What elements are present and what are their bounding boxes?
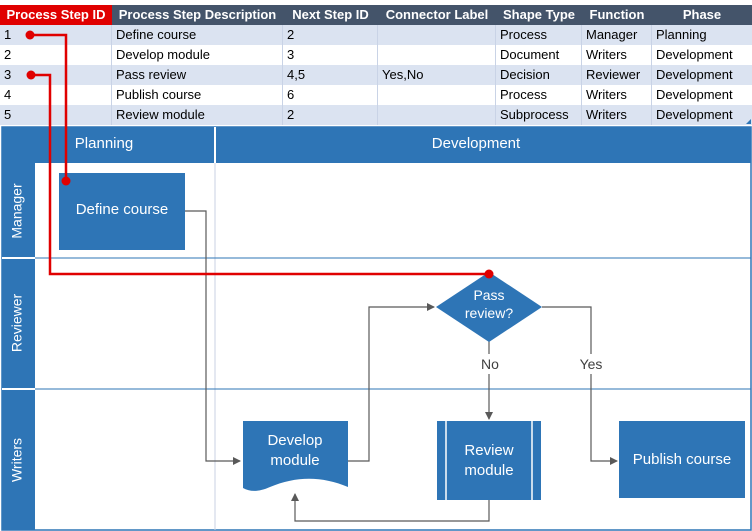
decision-shape[interactable] [436,272,542,342]
shape-review-module-label-1: Review [464,442,513,459]
cell-function[interactable]: Writers [582,45,652,65]
cell-phase[interactable]: Development [652,45,752,65]
table-row: 3 Pass review 4,5 Yes,No Decision Review… [0,65,752,85]
highlight-line [30,33,68,181]
highlight-dot [61,176,71,186]
highlight-dot [484,269,494,279]
shape-publish-course[interactable]: Publish course [619,421,745,498]
shape-develop-module[interactable]: Develop module [243,421,348,491]
shape-publish-course-label: Publish course [633,451,731,468]
cell-next-step[interactable]: 2 [283,105,378,125]
header-next-step-id[interactable]: Next Step ID [283,5,378,25]
lane-manager-label[interactable]: Manager [9,183,25,239]
highlight-link-step-1 [25,30,71,186]
connector-pass-review-yes[interactable] [542,306,618,465]
cell-connector-label[interactable] [378,105,496,125]
shape-define-course-label: Define course [76,201,169,218]
connector-label-no: No [481,356,499,372]
cell-description[interactable]: Review module [112,105,283,125]
table-header-row: Process Step ID Process Step Description… [0,5,752,25]
header-process-step-description[interactable]: Process Step Description [112,5,283,25]
cell-function[interactable]: Writers [582,105,652,125]
table-row: 2 Develop module 3 Document Writers Deve… [0,45,752,65]
cell-description[interactable]: Pass review [112,65,283,85]
phase-planning-label[interactable]: Planning [75,135,133,152]
cell-shape-type[interactable]: Decision [496,65,582,85]
cell-shape-type[interactable]: Process [496,85,582,105]
cell-shape-type[interactable]: Document [496,45,582,65]
cell-next-step[interactable]: 4,5 [283,65,378,85]
cell-connector-label[interactable] [378,45,496,65]
phase-development-label[interactable]: Development [432,135,521,152]
cell-next-step[interactable]: 6 [283,85,378,105]
header-phase[interactable]: Phase [652,5,752,25]
connector-define-to-develop[interactable] [185,210,241,465]
cell-phase[interactable]: Development [652,85,752,105]
cell-step-id[interactable]: 3 [0,65,112,85]
label-yes-bg [574,354,608,374]
cell-next-step[interactable]: 3 [283,45,378,65]
process-shape[interactable] [619,421,745,498]
lane-header-column [2,163,35,530]
cell-next-step[interactable]: 2 [283,25,378,45]
cell-step-id[interactable]: 4 [0,85,112,105]
shape-review-module-label-2: module [464,462,513,479]
cell-description[interactable]: Define course [112,25,283,45]
lane-writers-label[interactable]: Writers [9,438,25,482]
document-shape[interactable] [243,421,348,491]
cell-description[interactable]: Publish course [112,85,283,105]
header-connector-label[interactable]: Connector Label [378,5,496,25]
header-shape-type[interactable]: Shape Type [496,5,582,25]
cell-description[interactable]: Develop module [112,45,283,65]
shape-define-course[interactable]: Define course [59,173,185,250]
lane-reviewer-label[interactable]: Reviewer [9,293,25,352]
table-resize-handle[interactable] [746,119,751,124]
highlight-dot [25,30,35,40]
cell-connector-label[interactable]: Yes,No [378,65,496,85]
shape-review-module[interactable]: Review module [437,421,541,500]
cell-step-id[interactable]: 5 [0,105,112,125]
connector-develop-to-pass-review[interactable] [348,303,435,462]
cell-shape-type[interactable]: Subprocess [496,105,582,125]
header-process-step-id[interactable]: Process Step ID [0,5,112,25]
cell-step-id[interactable]: 2 [0,45,112,65]
shape-pass-review-label-1: Pass [473,287,504,303]
process-shape[interactable] [59,173,185,250]
cell-function[interactable]: Reviewer [582,65,652,85]
cell-shape-type[interactable]: Process [496,25,582,45]
cell-connector-label[interactable] [378,25,496,45]
highlight-dot [26,70,36,80]
label-no-bg [476,354,504,374]
header-function[interactable]: Function [582,5,652,25]
table-row: 4 Publish course 6 Process Writers Devel… [0,85,752,105]
highlight-line [31,73,489,276]
shape-pass-review[interactable]: Pass review? [436,272,542,342]
cell-phase[interactable]: Development [652,105,752,125]
highlight-link-step-3 [26,70,494,279]
shape-develop-module-label-1: Develop [267,432,322,449]
table-row: 1 Define course 2 Process Manager Planni… [0,25,752,45]
connector-label-yes: Yes [580,356,603,372]
cell-function[interactable]: Manager [582,25,652,45]
phase-header-bar [2,127,751,163]
shape-pass-review-label-2: review? [465,305,513,321]
cell-phase[interactable]: Development [652,65,752,85]
shape-develop-module-label-2: module [270,452,319,469]
connector-review-to-develop[interactable] [291,493,490,522]
table-row: 5 Review module 2 Subprocess Writers Dev… [0,105,752,125]
subprocess-shape[interactable] [437,421,541,500]
cell-function[interactable]: Writers [582,85,652,105]
cell-phase[interactable]: Planning [652,25,752,45]
cell-connector-label[interactable] [378,85,496,105]
